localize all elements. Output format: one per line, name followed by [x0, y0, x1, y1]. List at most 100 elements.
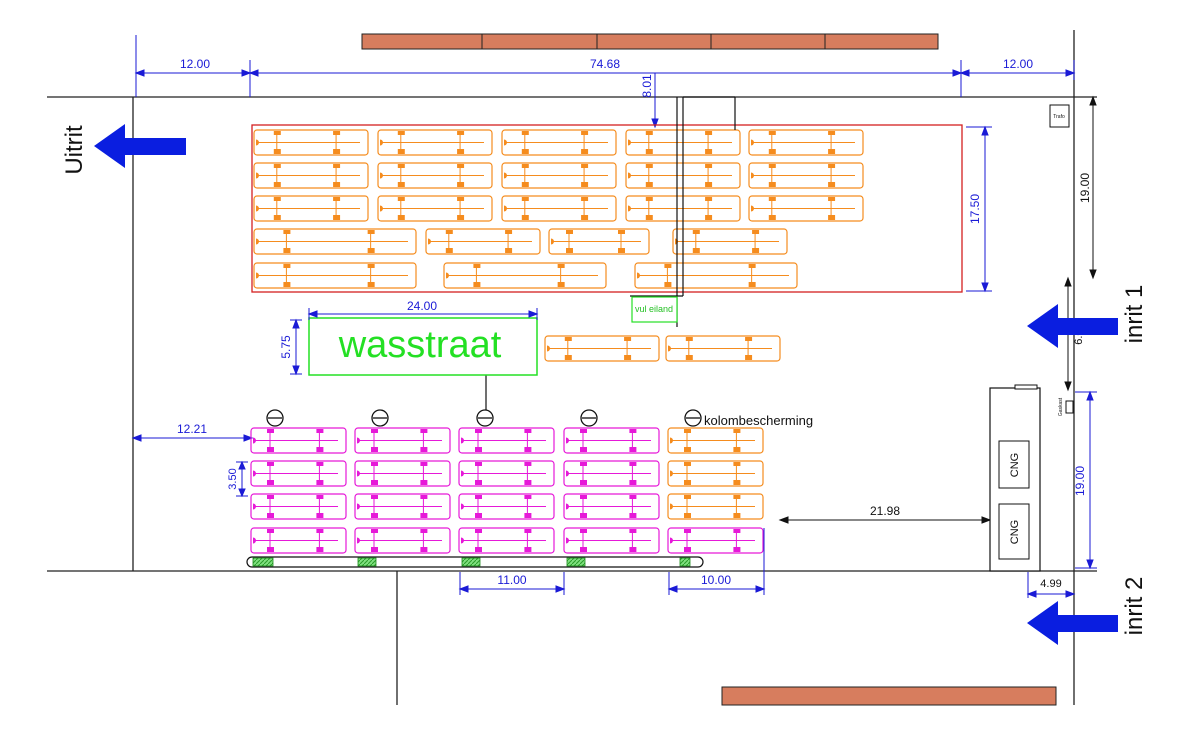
parking-bay	[563, 427, 660, 454]
dim-cng-gap: 21.98	[870, 504, 900, 518]
parking-bay	[253, 129, 369, 156]
dim-wash-height: 5.75	[279, 335, 293, 359]
parking-bay	[667, 493, 764, 520]
gaskast-box	[1065, 400, 1074, 414]
dim-left-gap: 12.21	[177, 422, 207, 436]
cng-dispenser-1	[998, 440, 1030, 489]
parking-bay	[672, 228, 788, 255]
parking-bay	[634, 262, 798, 289]
dim-upper-zone-line	[966, 125, 992, 293]
column-protection-icon	[580, 409, 598, 427]
dim-right-top-line	[1089, 95, 1097, 280]
parking-bay	[377, 162, 493, 189]
hatched-pad	[357, 557, 377, 567]
dim-right-offset: 12.00	[1003, 57, 1033, 71]
parking-bay	[354, 427, 451, 454]
cng-dispenser-1-label: CNG	[1009, 453, 1021, 477]
dim-cng-width-line	[1026, 572, 1076, 598]
fuel-island	[631, 296, 678, 323]
exit-arrow-icon	[94, 124, 186, 168]
cng-station-top-cap	[1014, 384, 1038, 390]
column-protection-icons	[266, 409, 702, 427]
cng-dispenser-2-label: CNG	[1009, 520, 1021, 544]
parking-bay	[253, 195, 369, 222]
dim-right-bottom-line	[1075, 390, 1097, 570]
dim-upper-zone-height: 17.50	[968, 194, 982, 224]
orange-bays-upper	[253, 129, 864, 289]
parking-bay	[665, 335, 781, 362]
dim-wash-width: 24.00	[407, 299, 437, 313]
dim-top-gap-line	[651, 73, 659, 129]
parking-bay	[501, 162, 617, 189]
parking-bay	[748, 129, 864, 156]
parking-bay	[667, 460, 764, 487]
dim-left-gap-line	[131, 434, 254, 442]
column-protection-label: kolombescherming	[704, 413, 813, 428]
parking-bay	[748, 162, 864, 189]
gaskast-label: Gaskast	[1058, 397, 1064, 416]
car-wash	[308, 317, 538, 376]
dim-wash-height-line	[290, 318, 302, 376]
trafo-box	[1049, 104, 1070, 128]
parking-bay	[458, 527, 555, 554]
parking-bay	[253, 262, 417, 289]
dim-bay-height-line	[236, 460, 248, 498]
dim-bottom-span-1: 11.00	[497, 573, 526, 587]
parking-bay	[425, 228, 541, 255]
entrance-1-arrow-icon	[1027, 304, 1118, 348]
entrance-1-label: inrit 1	[1121, 285, 1148, 344]
parking-bay	[253, 228, 417, 255]
parking-bay	[250, 460, 347, 487]
parking-bay	[458, 427, 555, 454]
column-protection-icon	[684, 409, 702, 427]
parking-bay	[748, 195, 864, 222]
dim-bottom-span-2: 10.00	[701, 573, 731, 587]
fuel-island-label: vul eiland	[635, 304, 673, 314]
column-protection-icon	[476, 409, 494, 427]
car-wash-label: wasstraat	[338, 324, 502, 366]
column-protection-icon	[371, 409, 389, 427]
parking-bay	[250, 493, 347, 520]
parking-bay	[253, 162, 369, 189]
parking-bay	[458, 460, 555, 487]
parking-bay	[458, 493, 555, 520]
dim-bottom-span-1-line	[458, 572, 566, 595]
dim-wash-width-line	[307, 308, 539, 320]
parking-bay	[250, 527, 347, 554]
lower-bays	[250, 427, 764, 554]
dim-right-bottom: 19.00	[1073, 466, 1087, 496]
trafo-label: Trafo	[1053, 114, 1065, 120]
dim-total-width: 74.68	[590, 57, 620, 71]
parking-bay	[354, 493, 451, 520]
parking-bay	[377, 129, 493, 156]
parking-bay	[443, 262, 607, 289]
parking-bay	[354, 527, 451, 554]
exit-label: Uitrit	[61, 125, 88, 175]
parking-bay	[667, 527, 764, 554]
parking-bay	[563, 527, 660, 554]
parking-bay	[667, 427, 764, 454]
dim-top-gap: 8.01	[640, 74, 654, 98]
dim-cng-width: 4.99	[1040, 578, 1061, 590]
hatched-pad	[679, 557, 691, 567]
parking-bay	[544, 335, 660, 362]
entrance-2-label: inrit 2	[1121, 577, 1148, 636]
parking-bay	[501, 195, 617, 222]
site-boundary	[47, 30, 1097, 705]
building-bottom	[721, 686, 1057, 706]
parking-bay	[501, 129, 617, 156]
parking-bay	[354, 460, 451, 487]
hatched-pad	[566, 557, 586, 567]
parking-bay	[548, 228, 650, 255]
dim-left-offset: 12.00	[180, 57, 210, 71]
top-dimension-line	[134, 35, 1076, 97]
parking-bay	[563, 493, 660, 520]
orange-bays-middle	[544, 335, 781, 362]
column-protection-icon	[266, 409, 284, 427]
bottom-rail	[246, 556, 704, 568]
bottom-rail-bar	[246, 556, 704, 568]
parking-bay	[250, 427, 347, 454]
service-lines	[485, 96, 736, 420]
hatched-pad	[461, 557, 481, 567]
